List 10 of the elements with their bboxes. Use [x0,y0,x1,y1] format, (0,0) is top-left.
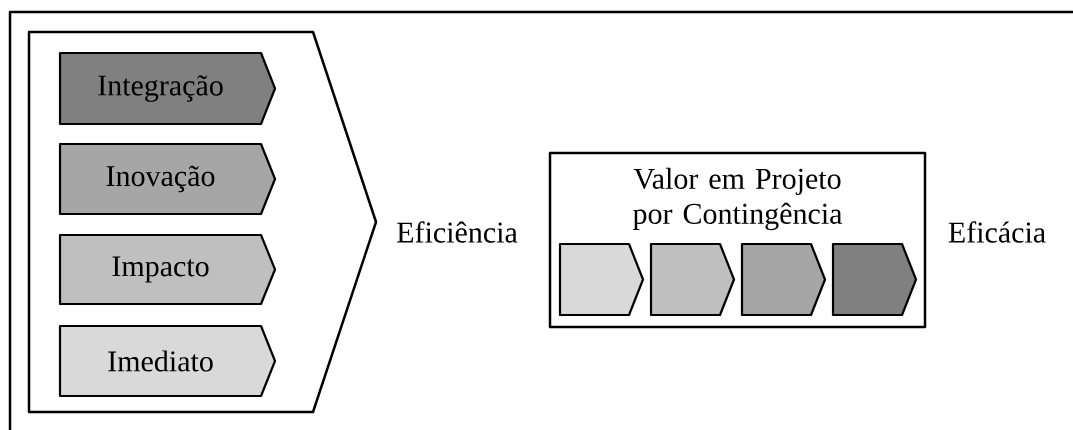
chevron-step [831,242,918,317]
chevron-step: Imediato [58,324,277,398]
outcome-label: Eficiência [397,221,518,243]
chevron-step: Inovação [58,142,277,216]
chevron-step [558,242,645,317]
chevron-step: Impacto [58,233,277,306]
chevron-step: Integração [58,51,277,126]
chevron-step [740,242,827,317]
outcome-label: Eficácia [948,221,1046,243]
chevron-step [649,242,736,317]
